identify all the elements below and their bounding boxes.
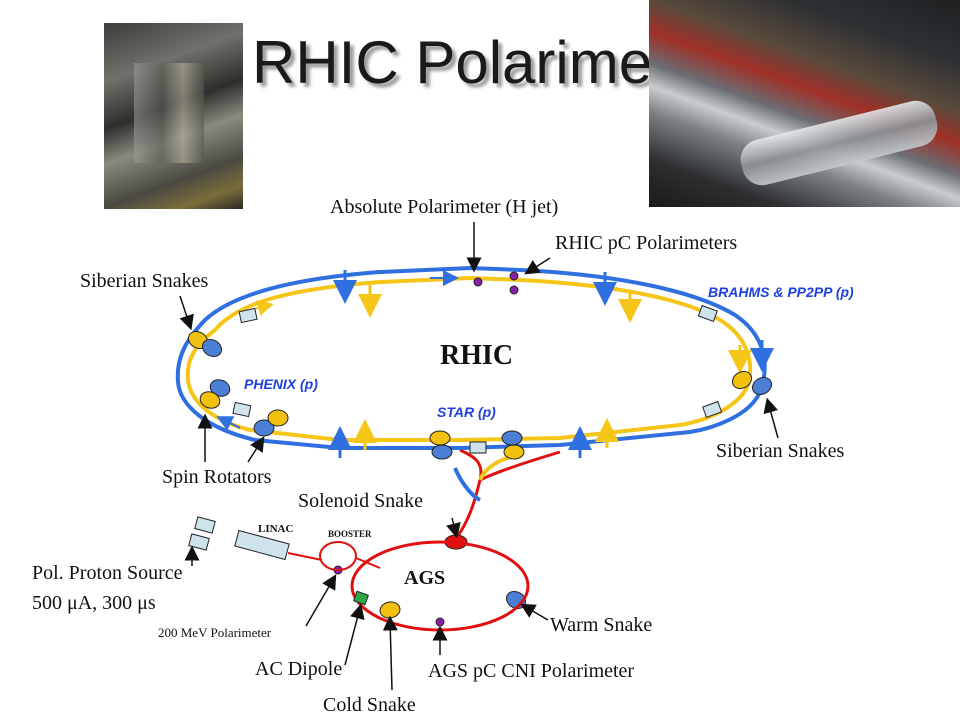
warm-snake-label: Warm Snake bbox=[550, 614, 653, 636]
ags-label: AGS bbox=[404, 567, 446, 589]
siberian-snakes-right-label: Siberian Snakes bbox=[716, 440, 845, 462]
pol-proton-source-label: Pol. Proton Source bbox=[32, 562, 183, 584]
rhic-label: RHIC bbox=[440, 340, 514, 371]
pol-proton-source-intensity-label: 500 μA, 300 μs bbox=[32, 592, 156, 614]
polarimeter-200mev-label: 200 MeV Polarimeter bbox=[158, 625, 272, 640]
photo-polarimeter-hardware bbox=[649, 0, 960, 207]
spin-rotators-label: Spin Rotators bbox=[162, 466, 272, 488]
solenoid-snake-label: Solenoid Snake bbox=[298, 490, 423, 512]
spin-arrows bbox=[216, 270, 774, 458]
ags-pc-cni-polarimeter-label: AGS pC CNI Polarimeter bbox=[428, 660, 635, 682]
snake-magnets bbox=[187, 330, 773, 619]
cold-snake-label: Cold Snake bbox=[323, 694, 416, 716]
rhic-pc-polarimeters-label: RHIC pC Polarimeters bbox=[555, 232, 738, 254]
ac-dipole-block bbox=[353, 590, 369, 606]
booster-ring bbox=[319, 541, 357, 571]
linac-label: LINAC bbox=[258, 523, 294, 535]
experiment-detectors bbox=[232, 304, 723, 454]
siberian-snakes-left-label: Siberian Snakes bbox=[80, 270, 209, 292]
ags-to-rhic-transfer-line bbox=[453, 448, 561, 541]
brahms-pp2pp-label: BRAHMS & PP2PP (p) bbox=[708, 284, 854, 300]
star-label: STAR (p) bbox=[437, 404, 496, 420]
pointer-arrows bbox=[179, 222, 779, 691]
absolute-polarimeter-label: Absolute Polarimeter (H jet) bbox=[330, 196, 559, 218]
phenix-label: PHENIX (p) bbox=[244, 376, 318, 392]
photo-accelerator-left bbox=[104, 23, 243, 209]
booster-label: BOOSTER bbox=[328, 529, 372, 539]
ac-dipole-label: AC Dipole bbox=[255, 658, 343, 680]
